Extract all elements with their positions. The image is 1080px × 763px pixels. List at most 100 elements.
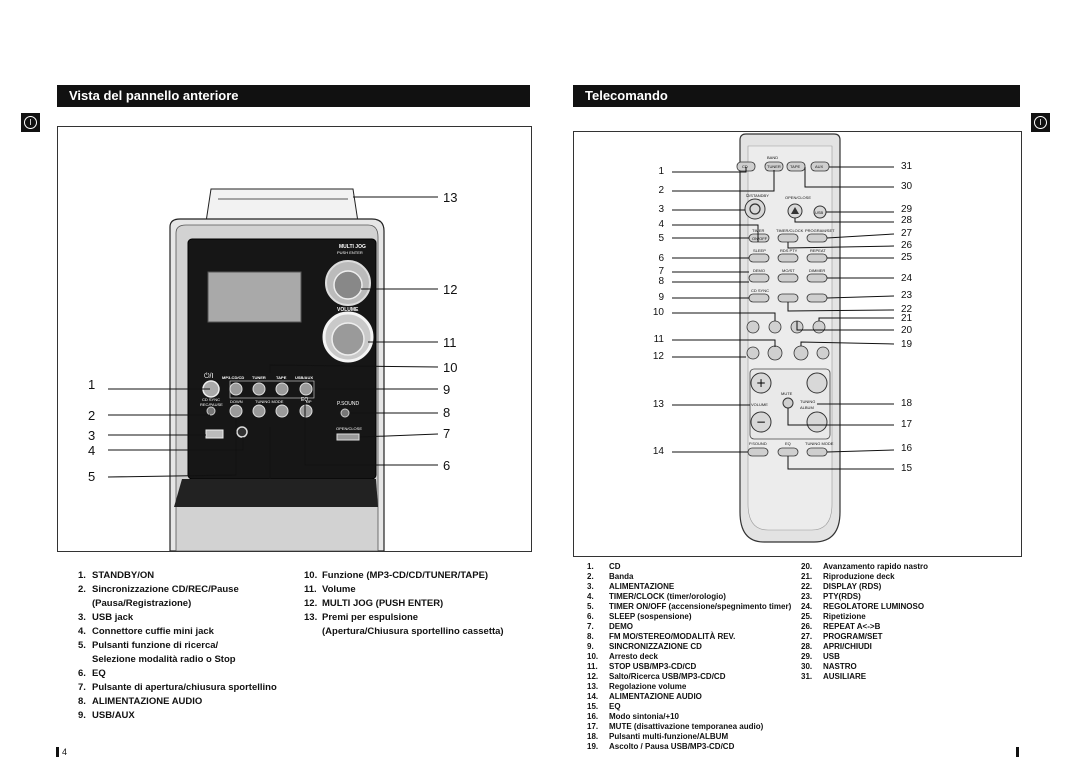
legend-item: 22. DISPLAY (RDS) [801, 582, 928, 592]
remote-psound-label: P.SOUND [749, 441, 767, 446]
legend-item: 11.STOP USB/MP3-CD/CD [587, 662, 791, 672]
legend-text: Connettore cuffie mini jack [92, 626, 214, 637]
legend-item: 7.Pulsante di apertura/chiusura sportell… [78, 681, 277, 695]
remote-sleep-label: SLEEP [753, 248, 766, 253]
front-panel-figure: MULTI JOG PUSH ENTER VOLUME ⏻/I MP3-CD/C… [57, 126, 532, 552]
legend-text: ALIMENTAZIONE AUDIO [609, 692, 702, 701]
volume-label: VOLUME [337, 307, 359, 313]
legend-number: 3. [78, 612, 86, 623]
legend-number: 9. [587, 642, 594, 651]
left-language-badge: I [21, 113, 40, 132]
legend-item: 29.USB [801, 652, 928, 662]
remote-on-off-label: ON/OFF [752, 236, 768, 241]
open-close-label: OPEN/CLOSE [336, 426, 363, 431]
legend-item: 10.Arresto deck [587, 652, 791, 662]
legend-number: 9. [78, 710, 86, 721]
legend-number: 2. [587, 572, 594, 581]
remote-callout-26: 26 [901, 240, 913, 251]
remote-callout-1: 1 [658, 166, 664, 177]
legend-text: Sincronizzazione CD/REC/Pause [92, 584, 239, 595]
legend-number: 8. [587, 632, 594, 641]
legend-text: Banda [609, 572, 634, 581]
legend-text: Ripetizione [823, 612, 866, 621]
remote-dimmer-label: DIMMER [809, 268, 826, 273]
legend-text: NASTRO [823, 662, 857, 671]
remote-callout-7: 7 [658, 266, 664, 277]
remote-tape-label: TAPE [790, 164, 801, 169]
callout-11: 11 [443, 335, 457, 350]
legend-text: DISPLAY (RDS) [823, 582, 882, 591]
legend-item: 17.MUTE (disattivazione temporanea audio… [587, 722, 791, 732]
remote-callout-2: 2 [658, 185, 664, 196]
left-page-marker [56, 747, 59, 757]
remote-callout-3: 3 [658, 204, 664, 215]
legend-item: 2.Sincronizzazione CD/REC/Pause [78, 583, 277, 597]
legend-text: USB jack [92, 612, 134, 623]
remote-volume-label: VOLUME [751, 402, 768, 407]
remote-aux-label: AUX [815, 164, 824, 169]
legend-text: STOP USB/MP3-CD/CD [609, 662, 697, 671]
remote-callout-16: 16 [901, 443, 913, 454]
legend-text: TIMER/CLOCK (timer/orologio) [609, 592, 726, 601]
legend-number: 1. [78, 570, 86, 581]
svg-text:−: − [756, 415, 766, 429]
svg-text:+: + [756, 376, 766, 390]
legend-item: 3.ALIMENTAZIONE [587, 582, 791, 592]
remote-control-drawing: + − [672, 133, 895, 543]
legend-item: (Apertura/Chiusura sportellino cassetta) [304, 625, 504, 639]
legend-item: 7.DEMO [587, 622, 791, 632]
callout-8: 8 [443, 405, 451, 420]
legend-text: Salto/Ricerca USB/MP3-CD/CD [609, 672, 726, 681]
legend-text: PTY(RDS) [823, 592, 861, 601]
remote-timer-label: TIMER [752, 228, 765, 233]
right-language-badge: I [1031, 113, 1050, 132]
multi-jog-label: MULTI JOG [339, 244, 366, 250]
legend-item: 20.Avanzamento rapido nastro [801, 562, 928, 572]
remote-callout-9: 9 [658, 292, 664, 303]
legend-text: EQ [609, 702, 621, 711]
legend-text: CD [609, 562, 621, 571]
remote-callout-27: 27 [901, 228, 913, 239]
legend-text: SLEEP (sospensione) [609, 612, 692, 621]
legend-text: Ascolto / Pausa USB/MP3-CD/CD [609, 742, 735, 751]
legend-text: ALIMENTAZIONE [609, 582, 675, 591]
legend-number: 26. [801, 622, 813, 631]
legend-text: Premi per espulsione [322, 612, 419, 623]
legend-item: 23. PTY(RDS) [801, 592, 928, 602]
legend-number: 15. [587, 702, 599, 711]
legend-item: 25. Ripetizione [801, 612, 928, 622]
remote-demo-label: DEMO [753, 268, 765, 273]
legend-item: 19.Ascolto / Pausa USB/MP3-CD/CD [587, 742, 791, 752]
legend-number: 23. [801, 592, 813, 601]
legend-text: Pulsanti multi-funzione/ALBUM [609, 732, 729, 741]
legend-item: 21.Riproduzione deck [801, 572, 928, 582]
right-language-label: I [1034, 116, 1047, 129]
right-page-marker [1016, 747, 1019, 757]
legend-text: REGOLATORE LUMINOSO [823, 602, 925, 611]
remote-tuning-label: TUNING [800, 399, 816, 404]
legend-text: Modo sintonia/+10 [609, 712, 680, 721]
legend-text: FM MO/STEREO/MODALITÀ REV. [609, 632, 736, 641]
legend-number: 4. [587, 592, 594, 601]
legend-text: AUSILIARE [823, 672, 867, 681]
legend-item: 30.NASTRO [801, 662, 928, 672]
source-usb-aux-label: USB/AUX [295, 375, 314, 380]
legend-item: 13.Premi per espulsione [304, 611, 504, 625]
legend-item: 27.PROGRAM/SET [801, 632, 928, 642]
remote-repeat-label: REPEAT [810, 248, 826, 253]
remote-callout-11: 11 [653, 334, 664, 345]
remote-callout-10: 10 [652, 307, 664, 318]
legend-number: 25. [801, 612, 813, 621]
remote-eq-label: EQ [785, 441, 791, 446]
legend-item: 8. FM MO/STEREO/MODALITÀ REV. [587, 632, 791, 642]
legend-number: 7. [587, 622, 594, 631]
legend-item: 12.Salto/Ricerca USB/MP3-CD/CD [587, 672, 791, 682]
legend-number: 22. [801, 582, 813, 591]
legend-item: 3. USB jack [78, 611, 277, 625]
legend-item: 24.REGOLATORE LUMINOSO [801, 602, 928, 612]
legend-number: 5. [78, 640, 86, 651]
legend-item: 14.ALIMENTAZIONE AUDIO [587, 692, 791, 702]
